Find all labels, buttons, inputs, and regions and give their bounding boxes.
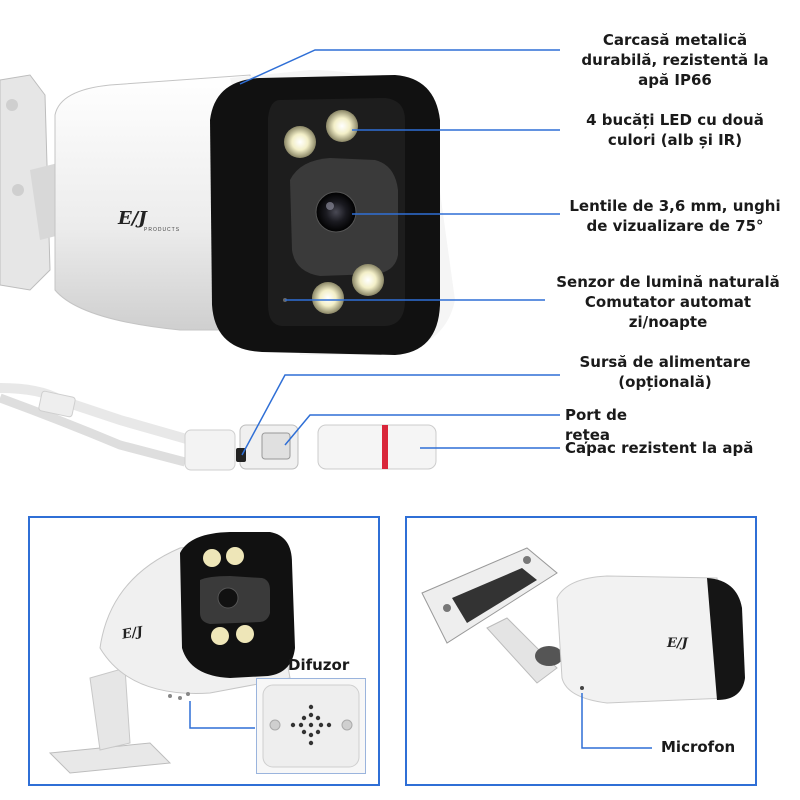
microphone-label: Microfon (661, 738, 736, 756)
speaker-panel: E/J Difuzor (28, 516, 380, 786)
microphone-hole (580, 686, 584, 690)
microphone-panel: E/J Microfon (405, 516, 757, 786)
brand-logo-main: E/J (118, 208, 147, 229)
callout-cap: Capac rezistent la apă (565, 439, 754, 457)
speaker-closeup (256, 678, 366, 774)
microphone-camera-illustration (421, 547, 745, 749)
mic-panel-logo: E/J (667, 636, 688, 651)
leader-lines (239, 49, 560, 456)
brand-logo: E/J PRODUCTS (118, 208, 188, 258)
led-cluster-top (284, 110, 358, 158)
speaker-label: Difuzor (288, 656, 350, 674)
speaker-camera-illustration (48, 532, 295, 774)
callout-leds: 4 bucăți LED cu două culori (alb și IR) (586, 111, 764, 149)
callout-port: Port de rețea (565, 406, 627, 444)
callout-power: Sursă de alimentare (opțională) (579, 353, 751, 391)
camera-cables (0, 383, 299, 471)
camera-lens (315, 191, 357, 233)
waterproof-cap (317, 424, 437, 470)
speaker-grille (290, 704, 332, 746)
callout-lens: Lentile de 3,6 mm, unghi de vizualizare … (569, 197, 781, 235)
callout-sensor: Senzor de lumină naturală Comutator auto… (556, 273, 780, 331)
led-cluster-bottom (312, 264, 384, 314)
brand-logo-sub: PRODUCTS (144, 227, 181, 233)
main-camera-illustration (0, 49, 560, 471)
callout-housing: Carcasă metalică durabilă, rezistentă la… (581, 31, 769, 89)
